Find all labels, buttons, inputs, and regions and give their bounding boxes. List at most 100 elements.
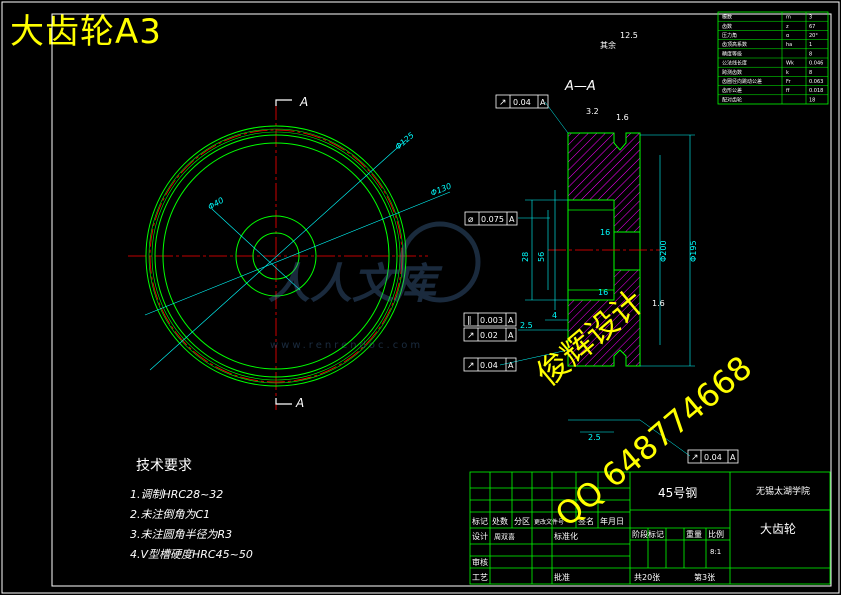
tb-label-date: 年月日 xyxy=(600,516,624,526)
drawing-title: 大齿轮A3 xyxy=(10,12,162,52)
pitch-circle xyxy=(149,129,403,383)
hub-circle xyxy=(235,215,317,297)
tb-label-count: 处数 xyxy=(492,516,508,526)
watermark-url: www.renrendoc.com xyxy=(270,340,423,351)
param-value: 8 xyxy=(809,51,812,57)
cut-marker-top xyxy=(275,99,292,106)
param-value: 20° xyxy=(809,33,818,39)
tol-4-value: 0.02 xyxy=(480,331,498,340)
leader-t1 xyxy=(544,101,569,134)
tol-frame-2: ⌀ 0.075 A xyxy=(464,211,518,226)
rough-16a: 1.6 xyxy=(616,113,629,122)
param-value: 67 xyxy=(809,24,815,30)
tb-sheet-total: 共20张 xyxy=(634,573,660,582)
tech-note-3: 3.未注圆角半径为R3 xyxy=(130,528,233,541)
tb-label-stage: 阶段标记 xyxy=(632,529,664,539)
tb-designer: 周双喜 xyxy=(494,532,515,541)
param-value: 0.046 xyxy=(809,61,823,67)
tol-5-datum: A xyxy=(508,361,514,370)
title-block xyxy=(469,471,831,585)
front-view xyxy=(128,99,451,410)
dim-leader-d125 xyxy=(149,139,407,371)
dim-4: 4 xyxy=(552,311,557,320)
param-symbol: z xyxy=(786,24,789,30)
leader-t5 xyxy=(499,349,569,366)
tb-label-scale: 比例 xyxy=(708,529,724,539)
tol-5-symbol: ↗ xyxy=(467,361,475,371)
dim-d40: Φ40 xyxy=(207,196,226,212)
tb-label-std: 标准化 xyxy=(554,531,578,541)
rough-16b: 1.6 xyxy=(652,299,665,308)
groove-circle-2 xyxy=(151,131,401,381)
rim-upper xyxy=(567,132,641,233)
param-name: 精度等级 xyxy=(722,50,742,57)
tb-label-approve: 批准 xyxy=(554,572,570,582)
tol-frame-6: ↗ 0.04 A xyxy=(687,449,739,464)
tol-5-value: 0.04 xyxy=(480,361,498,370)
cut-label-top: A xyxy=(299,95,308,109)
tech-note-2: 2.未注倒角为C1 xyxy=(130,508,211,521)
tb-label-sign: 签名 xyxy=(578,516,594,526)
tb-label-design: 设计 xyxy=(472,531,488,541)
dim-28: 28 xyxy=(521,252,530,262)
tb-material: 45号钢 xyxy=(658,486,697,500)
param-name: 模数 xyxy=(722,14,732,21)
tol-2-value: 0.075 xyxy=(481,215,504,224)
roughness-note: 其余 xyxy=(600,40,616,50)
tb-school: 无锡太湖学院 xyxy=(756,485,810,497)
tol-frame-3: ∥ 0.003 A xyxy=(463,312,517,327)
dim-56: 56 xyxy=(537,252,546,262)
param-value: 0.018 xyxy=(809,88,823,94)
tip-circle xyxy=(145,125,407,387)
tb-label-weight: 重量 xyxy=(686,529,702,539)
param-name: 齿数 xyxy=(722,23,732,30)
tol-3-value: 0.003 xyxy=(480,316,503,325)
tb-label-zone: 分区 xyxy=(514,517,530,526)
tb-sheet-no: 第3张 xyxy=(694,572,715,582)
inner-border xyxy=(51,13,832,587)
tol-frame-5: ↗ 0.04 A xyxy=(463,357,517,372)
param-value: 0.063 xyxy=(809,79,823,85)
rough-32: 3.2 xyxy=(586,107,599,116)
dim-25b: 2.5 xyxy=(588,433,601,442)
param-symbol: ff xyxy=(786,88,790,94)
cut-marker-bottom xyxy=(275,398,292,405)
tb-part-name: 大齿轮 xyxy=(760,522,796,536)
tb-label-review: 审核 xyxy=(472,557,488,567)
tol-4-symbol: ↗ xyxy=(467,331,475,341)
cut-label-bottom: A xyxy=(295,396,304,410)
leader-t6 xyxy=(639,419,691,457)
dim-leader-d40 xyxy=(211,208,301,291)
param-name: 齿顶高系数 xyxy=(722,41,747,48)
param-value: 18 xyxy=(809,97,815,103)
param-symbol: ha xyxy=(786,42,792,48)
tol-frame-1: ↗ 0.04 A xyxy=(495,94,549,109)
web-circle xyxy=(162,142,390,370)
tech-requirements-title: 技术要求 xyxy=(136,458,192,474)
roughness-general: 12.5 xyxy=(620,31,638,40)
watermark-logo: 人人文库 www.renrendoc.com xyxy=(268,221,481,351)
tol-6-value: 0.04 xyxy=(704,453,722,462)
tol-1-symbol: ↗ xyxy=(499,98,507,108)
tol-6-datum: A xyxy=(730,453,736,462)
groove-circle-1 xyxy=(148,128,404,384)
param-symbol: α xyxy=(786,33,790,39)
tol-frame-4: ↗ 0.02 A xyxy=(463,327,517,342)
tol-2-symbol: ⌀ xyxy=(468,215,474,225)
dim-d195: Φ195 xyxy=(689,240,698,262)
tol-3-datum: A xyxy=(508,316,514,325)
tol-1-datum: A xyxy=(540,98,546,107)
dim-25a: 2.5 xyxy=(520,321,533,330)
param-name: 跨测齿数 xyxy=(722,69,742,76)
root-circle xyxy=(154,134,398,378)
dim-d125: Φ125 xyxy=(394,131,416,152)
param-symbol: m xyxy=(786,15,791,21)
dim-leader-d130 xyxy=(144,191,451,316)
section-title: A—A xyxy=(564,79,596,94)
tol-4-datum: A xyxy=(508,331,514,340)
param-name: 公法线长度 xyxy=(722,60,747,67)
bore-circle xyxy=(252,232,300,280)
tol-2-datum: A xyxy=(509,215,515,224)
